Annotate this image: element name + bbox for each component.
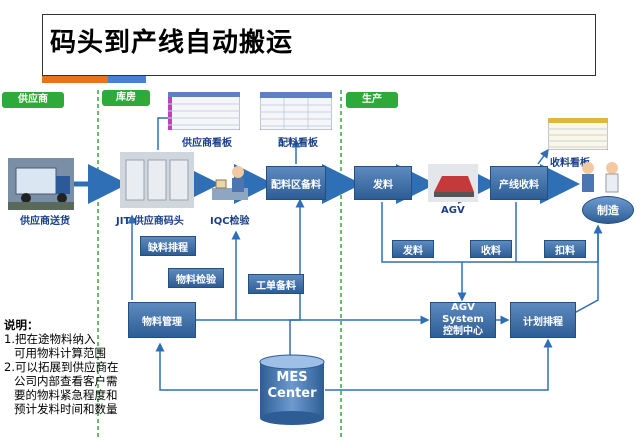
arrow-material-mgmt-to-kitting — [236, 198, 305, 321]
label-jit-dock: JIT 供应商码头 — [116, 216, 184, 227]
node-material-mgmt: 物料管理 — [128, 302, 196, 338]
notes-block: 说明： 1.把在途物料纳入 可用物料计算范围 2.可以拓展到供应商在 公司内部查… — [4, 318, 118, 416]
node-deduct: 扣料 — [544, 240, 586, 258]
mes-database-icon — [259, 354, 325, 425]
line-schedule-to-manufacture — [564, 226, 599, 319]
node-material-check: 物料检验 — [168, 268, 224, 288]
workers-icon — [582, 162, 619, 193]
label-supplier-delivery: 供应商送货 — [20, 216, 70, 227]
zone-production: 生产 — [346, 92, 398, 108]
zone-supplier: 供应商 — [2, 92, 64, 108]
node-shortage: 缺料排程 — [140, 236, 196, 256]
notes-line-6: 预计发料时间和数量 — [14, 402, 118, 416]
dock-shelves-icon — [120, 152, 194, 208]
notes-line-3: 2.可以拓展到供应商在 — [4, 360, 119, 374]
receive-board-icon — [548, 118, 608, 150]
node-issue2: 发料 — [392, 240, 434, 258]
node-kitting-area: 配料区备料 — [266, 166, 326, 200]
node-agv-system: AGV System 控制中心 — [430, 302, 496, 338]
label-agv: AGV — [441, 205, 465, 216]
node-schedule: 计划排程 — [510, 302, 576, 338]
agv-system-line-2: 控制中心 — [443, 326, 483, 337]
node-issue: 发料 — [354, 166, 412, 200]
node-line-receive: 产线收料 — [490, 166, 548, 200]
node-receive2: 收料 — [470, 240, 512, 258]
kitting-board-icon — [260, 92, 332, 130]
mes-label: MES Center — [258, 370, 326, 402]
supplier-board-icon — [168, 92, 240, 130]
node-work-order: 工单备料 — [248, 274, 304, 294]
mes-label-line-2: Center — [267, 386, 317, 401]
notes-line-1: 1.把在途物料纳入 — [4, 332, 96, 346]
notes-heading: 说明： — [4, 318, 39, 332]
mes-label-line-1: MES — [276, 370, 308, 385]
notes-line-4: 公司内部查看客户需 — [14, 374, 118, 388]
page-title: 码头到产线自动搬运 — [50, 28, 294, 58]
zone-warehouse: 库房 — [102, 90, 150, 106]
label-iqc: IQC检验 — [210, 216, 250, 227]
agv-vehicle-icon — [428, 164, 478, 202]
agv-system-line-1: AGV System — [442, 302, 484, 325]
notes-line-5: 要的物料紧急程度和 — [14, 388, 118, 402]
label-supplier-board: 供应商看板 — [182, 138, 232, 149]
arrow-line-to-receive-board — [537, 148, 549, 165]
inspector-icon — [212, 166, 248, 200]
arrow-mes-to-schedule — [325, 338, 553, 391]
notes-line-2: 可用物料计算范围 — [14, 346, 106, 360]
accent-bar-blue — [108, 76, 146, 83]
truck-icon — [8, 158, 74, 210]
accent-bar-orange — [42, 76, 108, 83]
node-manufacture: 制造 — [582, 196, 634, 224]
label-receive-board: 收料看板 — [550, 158, 590, 169]
arrow-mes-to-material-mgmt — [155, 342, 258, 391]
title-frame — [42, 14, 596, 76]
label-kitting-board: 配料看板 — [278, 138, 318, 149]
